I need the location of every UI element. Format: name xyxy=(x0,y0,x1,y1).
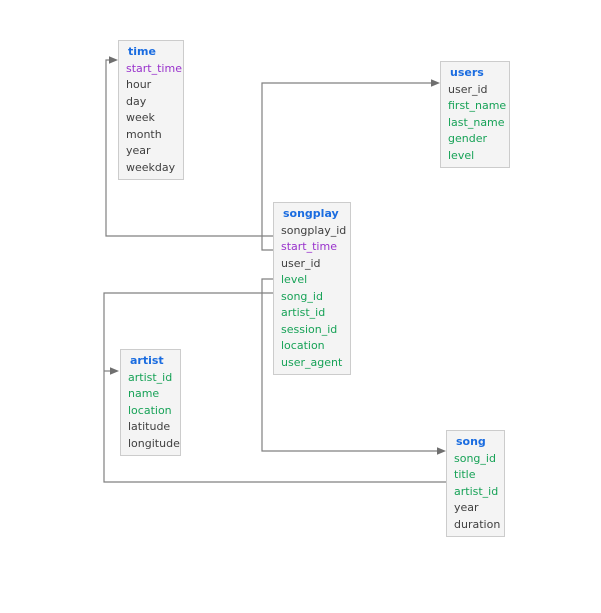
table-artist: artist artist_id name location latitude … xyxy=(120,349,181,456)
relationship-line-songplay-time xyxy=(105,59,273,237)
table-field: duration xyxy=(454,517,501,531)
table-field: day xyxy=(126,94,147,108)
table-title: artist xyxy=(130,354,164,367)
table-field: year xyxy=(126,144,151,157)
table-field: artist_id xyxy=(454,484,499,498)
table-field: last_name xyxy=(448,115,505,129)
table-field: start_time xyxy=(126,61,182,75)
table-field: week xyxy=(126,111,155,124)
table-field: name xyxy=(128,387,160,400)
table-field: song_id xyxy=(454,451,496,465)
table-field: longitude xyxy=(128,436,180,450)
table-field: session_id xyxy=(281,322,338,336)
table-field: hour xyxy=(126,78,152,91)
table-field: year xyxy=(454,501,479,514)
table-field: songplay_id xyxy=(281,223,347,237)
table-field: user_id xyxy=(281,256,321,270)
relationship-line-songplay-artist xyxy=(103,292,446,483)
table-title: time xyxy=(128,45,156,58)
table-field: location xyxy=(128,403,172,417)
table-field: level xyxy=(448,148,475,162)
relationship-line-songplay-song xyxy=(261,278,438,452)
table-users: users user_id first_name last_name gende… xyxy=(440,61,510,168)
table-time: time start_time hour day week month year… xyxy=(118,40,184,180)
arrowhead-icon xyxy=(109,56,118,64)
table-field: user_id xyxy=(448,82,488,96)
table-field: first_name xyxy=(448,99,507,112)
table-title: song xyxy=(456,435,486,448)
table-field: artist_id xyxy=(128,370,173,384)
table-field: artist_id xyxy=(281,306,326,319)
table-title: songplay xyxy=(283,207,339,220)
table-field: title xyxy=(454,468,476,481)
table-field: start_time xyxy=(281,240,337,253)
table-field: location xyxy=(281,339,325,352)
table-field: song_id xyxy=(281,289,323,303)
table-title: users xyxy=(450,66,484,79)
table-field: month xyxy=(126,127,162,141)
table-field: weekday xyxy=(126,160,176,174)
table-field: level xyxy=(281,273,308,286)
table-songplay: songplay songplay_id start_time user_id … xyxy=(273,202,351,375)
table-field: user_agent xyxy=(281,355,343,369)
arrowhead-icon xyxy=(110,367,119,375)
arrowhead-icon xyxy=(437,447,446,455)
arrowhead-icon xyxy=(431,79,440,87)
relationship-line-songplay-users xyxy=(261,82,432,251)
table-song: song song_id title artist_id year durati… xyxy=(446,430,505,537)
table-field: gender xyxy=(448,132,487,145)
table-field: latitude xyxy=(128,420,171,433)
